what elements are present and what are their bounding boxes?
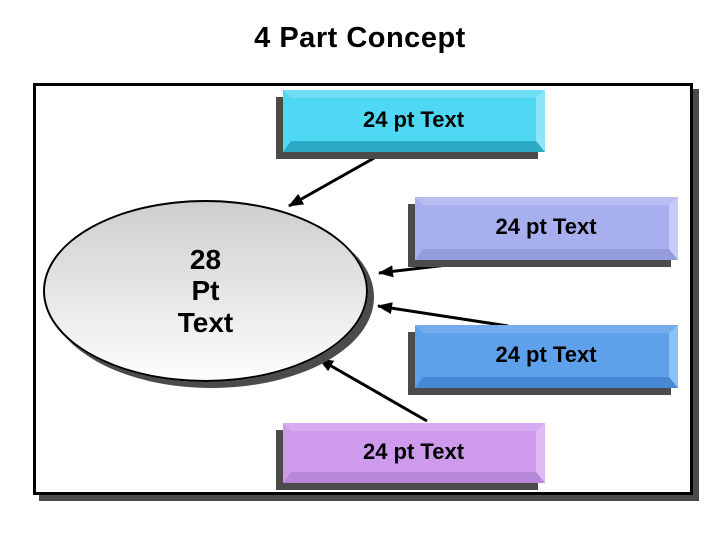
concept-box-right-upper-label: 24 pt Text <box>495 214 597 239</box>
arrow-right-upper-box-to-ellipse <box>378 261 465 278</box>
central-ellipse-label: 28 Pt Text <box>178 244 234 338</box>
ellipse-label-line-3: Text <box>177 306 234 338</box>
concept-box-bottom-label: 24 pt Text <box>362 438 465 464</box>
concept-box-right-lower: 24 pt Text <box>415 325 678 388</box>
arrow-top-box-to-ellipse <box>288 151 384 208</box>
concept-box-bottom: 24 pt Text <box>283 423 545 483</box>
ellipse-label-line-1: 28 <box>189 243 222 275</box>
central-ellipse: 28 Pt Text <box>43 200 368 382</box>
content-frame: 24 pt Text 24 pt Text 24 pt Text 24 pt T… <box>33 83 693 495</box>
concept-box-top-label: 24 pt Text <box>362 106 465 132</box>
concept-box-right-lower-label: 24 pt Text <box>495 342 597 367</box>
ellipse-label-line-2: Pt <box>191 275 220 307</box>
arrow-right-lower-box-to-ellipse <box>377 302 509 328</box>
connector-arrows <box>288 151 509 423</box>
arrow-bottom-box-to-ellipse <box>318 357 428 423</box>
concept-box-right-upper: 24 pt Text <box>415 197 678 260</box>
concept-box-top: 24 pt Text <box>283 90 545 152</box>
slide-title: 4 Part Concept <box>254 22 466 54</box>
